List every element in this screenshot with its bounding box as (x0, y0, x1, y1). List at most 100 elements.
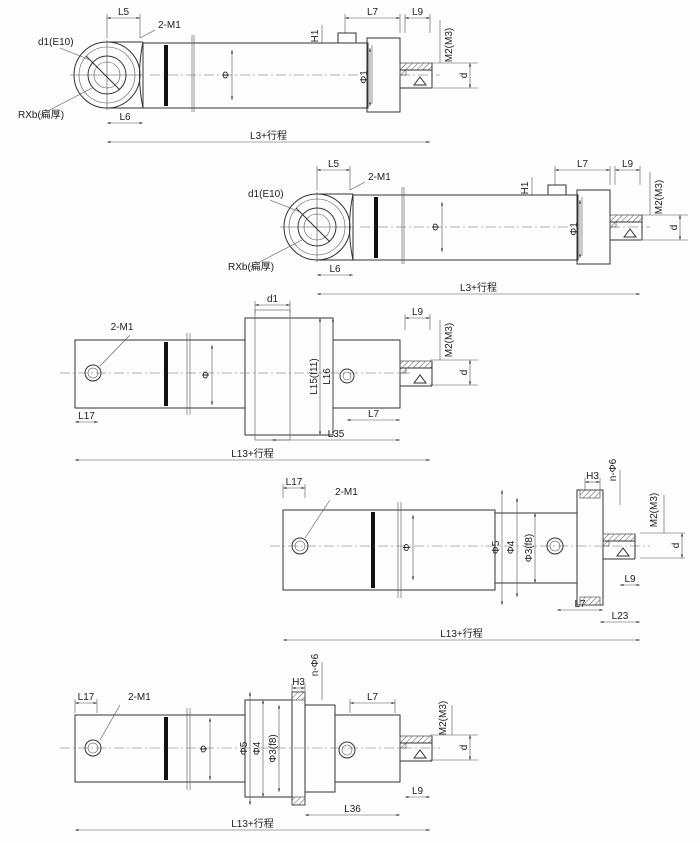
rod-gland-hatch (609, 214, 643, 228)
label-l9: L9 (412, 7, 424, 18)
outline (304, 499, 331, 539)
port-boss (547, 184, 567, 196)
outline (99, 704, 121, 741)
port-hole (339, 368, 355, 384)
thread-triangle-icon (413, 76, 427, 86)
label-d1: d1(E10) (248, 189, 284, 200)
label-l3: L3+行程 (460, 281, 497, 294)
label-l7: L7 (574, 599, 586, 610)
front-body (334, 714, 401, 783)
label-l13: L13+行程 (231, 447, 274, 460)
outline (349, 181, 366, 191)
label-n6: n-Φ6 (608, 458, 619, 481)
outline (139, 29, 156, 39)
label-d: d (671, 543, 682, 549)
label-l6: L6 (119, 112, 131, 123)
label-l17: L17 (78, 411, 95, 422)
label-m2: M2(M3) (438, 701, 449, 735)
label-l5: L5 (118, 7, 130, 18)
label-m2: M2(M3) (649, 493, 660, 527)
label-n6: n-Φ6 (310, 653, 321, 676)
label-l35: L35 (328, 429, 345, 440)
label-l9: L9 (624, 574, 636, 585)
label-l16: L16 (322, 368, 333, 385)
neck (349, 193, 354, 261)
pin-leader (85, 55, 121, 91)
label-phi3: Φ3(f8) (524, 534, 535, 563)
label-l7: L7 (367, 7, 379, 18)
label-phi5: Φ5 (491, 540, 502, 554)
port-boss (337, 32, 357, 44)
neck (139, 41, 144, 109)
label-d: d (459, 745, 470, 751)
label-l3: L3+行程 (250, 129, 287, 142)
outline (579, 596, 601, 606)
thread-triangle-icon (623, 228, 637, 238)
label-phi3: Φ3(f8) (268, 734, 279, 763)
thread-triangle-icon (413, 749, 427, 759)
outline (249, 239, 303, 268)
label-l15: L15(f11) (309, 358, 320, 395)
outline (39, 87, 93, 116)
label-d: d (459, 73, 470, 79)
mid-flange (291, 691, 306, 806)
label-l7: L7 (367, 692, 379, 703)
label-phi1: Φ1 (359, 70, 370, 84)
label-m1: 2-M1 (158, 20, 181, 31)
rod-gland-hatch (399, 735, 433, 749)
label-l7: L7 (368, 409, 380, 420)
label-l9: L9 (412, 307, 424, 318)
label-phi5: Φ5 (239, 741, 250, 755)
label-phi: Φ (199, 745, 210, 753)
label-l9: L9 (622, 159, 634, 170)
circle (342, 371, 352, 381)
label-h1: H1 (310, 29, 321, 42)
label-d: d (669, 225, 680, 231)
label-phi: Φ (402, 543, 413, 551)
label-phi: Φ (431, 223, 442, 231)
label-m1: 2-M1 (111, 322, 134, 333)
label-l5: L5 (328, 159, 340, 170)
thread-triangle-icon (616, 547, 630, 557)
label-h3: H3 (292, 677, 305, 688)
label-phi4: Φ4 (506, 540, 517, 554)
label-phi1: Φ1 (569, 222, 580, 236)
front-flange (576, 489, 604, 606)
label-m2: M2(M3) (444, 28, 455, 62)
rod-gland-hatch (399, 62, 433, 76)
label-phi: Φ (221, 71, 232, 79)
flange-hatch (291, 691, 306, 701)
label-d: d (459, 370, 470, 376)
outline (291, 796, 306, 806)
circle (341, 744, 353, 756)
port-hole (338, 741, 356, 759)
label-h1: H1 (520, 181, 531, 194)
label-d1: d1(E10) (38, 37, 74, 48)
cylinder-body (142, 42, 369, 109)
cylinder-body (352, 194, 579, 261)
flange-hatch (579, 489, 601, 499)
label-m1: 2-M1 (368, 172, 391, 183)
rod-gland-hatch (602, 533, 636, 547)
label-phi4: Φ4 (252, 741, 263, 755)
outline (59, 47, 91, 61)
label-l17: L17 (286, 477, 303, 488)
label-phi: Φ (201, 371, 212, 379)
thread-triangle-icon (413, 374, 427, 384)
label-rxb: RXb(扁厚) (228, 260, 274, 273)
outline (99, 334, 131, 367)
cylinder-body (282, 509, 496, 591)
label-l36: L36 (344, 804, 361, 815)
label-l13: L13+行程 (231, 817, 274, 830)
label-d1: d1 (267, 294, 279, 305)
outline (304, 704, 336, 793)
label-l9: L9 (412, 786, 424, 797)
label-m1: 2-M1 (128, 692, 151, 703)
label-m2: M2(M3) (444, 323, 455, 357)
label-rxb: RXb(扁厚) (18, 108, 64, 121)
